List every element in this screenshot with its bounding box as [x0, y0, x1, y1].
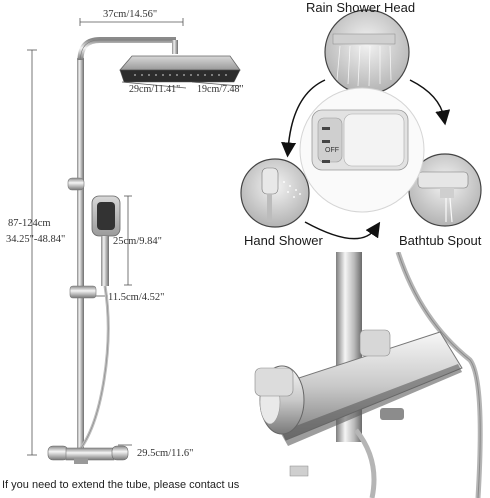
valve-off-mark: OFF — [325, 147, 339, 154]
head-length-label: 29cm/11.41" — [129, 84, 181, 95]
shower-dimension-drawing — [27, 18, 241, 464]
function-diagram — [240, 9, 482, 240]
head-width-label: 19cm/7.48" — [197, 84, 244, 95]
hand-shower-label: Hand Shower — [244, 233, 323, 248]
extend-tube-note: If you need to extend the tube, please c… — [2, 479, 240, 491]
mixer-width-label: 29.5cm/11.6" — [137, 448, 194, 459]
rain-shower-head-label: Rain Shower Head — [306, 0, 416, 15]
height-in-label: 34.25"-48.84" — [6, 234, 66, 245]
hand-shower-length-label: 25cm/9.84" — [113, 236, 162, 247]
bathtub-spout-label: Bathtub Spout — [399, 233, 482, 248]
height-cm-label: 87-124cm — [8, 218, 51, 229]
width-top-label: 37cm/14.56" — [103, 9, 158, 20]
holder-offset-label: 11.5cm/4.52" — [108, 292, 165, 303]
